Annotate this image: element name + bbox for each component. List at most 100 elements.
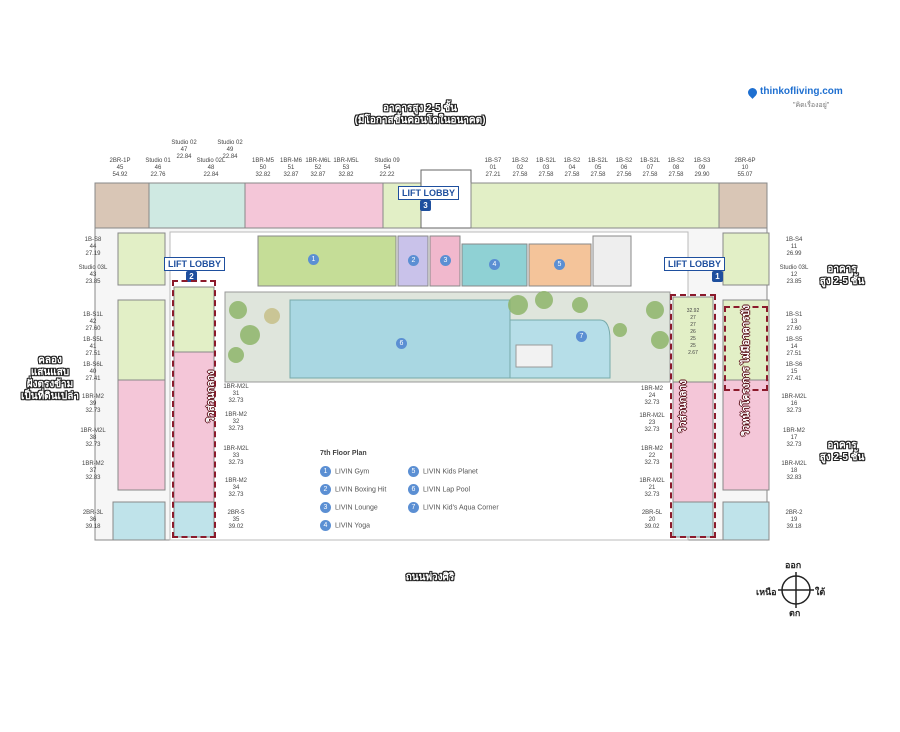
unit-label-14: 1B-S5 14 27.51 bbox=[785, 337, 803, 357]
unit-label-39: 1BR-M2 39 32.73 bbox=[81, 394, 104, 414]
unit-label-31: 1BR-M2L 31 32.73 bbox=[223, 384, 249, 404]
unit-label-32: 1BR-M2 32 32.73 bbox=[224, 412, 247, 432]
left-canal-note: คลอง แสนแสบ ฝั่งตรงข้าม เป็นที่ดินเปล่า bbox=[20, 355, 80, 402]
right-unit-column bbox=[722, 232, 770, 541]
unit-label-33: 1BR-M2L 33 32.73 bbox=[223, 446, 249, 466]
unit-label-13: 1B-S1 13 27.60 bbox=[785, 312, 803, 332]
unit-label-24: 1BR-M2 24 32.73 bbox=[640, 386, 663, 406]
unit-label-23: 1BR-M2L 23 32.73 bbox=[639, 413, 665, 433]
unit-label-36: 2BR-3L 36 39.18 bbox=[82, 510, 104, 530]
lift-lobby-3-number: 3 bbox=[420, 200, 431, 211]
marker-4: 4 bbox=[489, 259, 500, 270]
right-project-view-zone bbox=[724, 306, 768, 391]
compass-north: เหนือ bbox=[756, 587, 777, 597]
unit-label-48: Studio 02L 48 22.84 bbox=[196, 158, 226, 178]
unit-label-05: 1B-S2L 05 27.58 bbox=[587, 158, 608, 178]
service-room bbox=[592, 235, 632, 287]
unit-label-21: 1BR-M2L 21 32.73 bbox=[639, 478, 665, 498]
unit-label-06: 1B-S2 06 27.56 bbox=[615, 158, 633, 178]
unit-label-12: Studio 03L 12 23.85 bbox=[779, 265, 809, 285]
gym-room bbox=[257, 235, 397, 287]
unit-label-54: Studio 09 54 22.22 bbox=[374, 158, 400, 178]
pool-deck-structure bbox=[515, 344, 553, 368]
unit-label-49: Studio 02 49 22.84 bbox=[217, 140, 243, 160]
unit-label-04: 1B-S2 04 27.58 bbox=[563, 158, 581, 178]
unit-label-43: Studio 03L 43 23.85 bbox=[78, 265, 108, 285]
unit-label-41: 1B-S5L 41 27.51 bbox=[82, 337, 103, 357]
unit-label-22: 1BR-M2 22 32.73 bbox=[640, 446, 663, 466]
unit-label-42: 1B-S1L 42 27.60 bbox=[82, 312, 103, 332]
compass-icon bbox=[778, 572, 814, 608]
right-building-note-bottom: อาคาร สูง 2-5 ชั้น bbox=[819, 440, 865, 463]
unit-label-11: 1B-S4 11 26.99 bbox=[785, 237, 803, 257]
left-center-view-label: วิวส่วนกลาง bbox=[206, 370, 217, 423]
right-inner-column bbox=[672, 296, 714, 538]
right-center-view-zone bbox=[670, 294, 716, 538]
compass-south: ใต้ bbox=[815, 587, 826, 597]
unit-label-34: 1BR-M2 34 32.73 bbox=[224, 478, 247, 498]
unit-label-19: 2BR-2 19 39.18 bbox=[785, 510, 803, 530]
top-building-note: อาคารสูง 2-5 ชั้น (มีโอกาสขึ้นคอนโดในอนา… bbox=[354, 103, 486, 126]
unit-label-35: 2BR-5 35 39.02 bbox=[227, 510, 245, 530]
right-center-view-label: วิวส่วนกลาง bbox=[678, 380, 689, 433]
unit-label-07: 1B-S2L 07 27.58 bbox=[639, 158, 660, 178]
lift-lobby-2-number: 2 bbox=[186, 271, 197, 282]
unit-label-08: 1B-S2 08 27.58 bbox=[667, 158, 685, 178]
left-inner-column bbox=[173, 286, 215, 538]
left-center-view-zone bbox=[172, 280, 216, 538]
unit-label-02: 1B-S2 02 27.58 bbox=[511, 158, 529, 178]
unit-label-09: 1B-S3 09 29.90 bbox=[693, 158, 711, 178]
marker-1: 1 bbox=[308, 254, 319, 265]
unit-label-16: 1BR-M2L 16 32.73 bbox=[781, 394, 807, 414]
unit-label-01: 1B-S7 01 27.21 bbox=[484, 158, 502, 178]
lift-lobby-3-label: LIFT LOBBY bbox=[398, 186, 459, 200]
unit-label-47: Studio 02 47 22.84 bbox=[171, 140, 197, 160]
unit-label-53: 1BR-M5L 53 32.82 bbox=[333, 158, 359, 178]
unit-label-03: 1B-S2L 03 27.58 bbox=[535, 158, 556, 178]
lift-lobby-2-label: LIFT LOBBY bbox=[164, 257, 225, 271]
marker-5: 5 bbox=[554, 259, 565, 270]
marker-7: 7 bbox=[576, 331, 587, 342]
unit-label-50: 1BR-M5 50 32.82 bbox=[251, 158, 274, 178]
unit-label-40: 1B-S6L 40 27.41 bbox=[82, 362, 103, 382]
unit-label-18: 1BR-M2L 18 32.83 bbox=[781, 461, 807, 481]
lift-lobby-1-label: LIFT LOBBY bbox=[664, 257, 725, 271]
road-label: ถนนพ่วงศิริ bbox=[405, 572, 455, 583]
logo-brand: thinkofliving.com bbox=[760, 86, 843, 97]
logo: thinkofliving.com "คิดเรื่องอยู่" bbox=[746, 86, 858, 114]
left-unit-column bbox=[112, 232, 166, 541]
logo-tagline: "คิดเรื่องอยู่" bbox=[793, 102, 830, 109]
unit-label-38: 1BR-M2L 38 32.73 bbox=[80, 428, 106, 448]
unit-label-46: Studio 01 46 22.76 bbox=[145, 158, 171, 178]
compass-east: ออก bbox=[785, 560, 802, 570]
lift-lobby-1-number: 1 bbox=[712, 271, 723, 282]
right-project-view-label: วิวหน้าโครงการ ไม่มีอาคารบัง bbox=[741, 305, 752, 437]
unit-label-52: 1BR-M6L 52 32.87 bbox=[305, 158, 331, 178]
right-building-note-top: อาคาร สูง 2-5 ชั้น bbox=[819, 264, 865, 287]
unit-label-45: 2BR-1P 45 54.92 bbox=[109, 158, 131, 178]
kids-room bbox=[528, 243, 592, 287]
marker-6: 6 bbox=[396, 338, 407, 349]
unit-label-15: 1B-S6 15 27.41 bbox=[785, 362, 803, 382]
unit-label-51: 1BR-M6 51 32.87 bbox=[279, 158, 302, 178]
marker-3: 3 bbox=[440, 255, 451, 266]
unit-label-37: 1BR-M2 37 32.83 bbox=[81, 461, 104, 481]
marker-2: 2 bbox=[408, 255, 419, 266]
legend-title: 7th Floor Plan bbox=[320, 450, 367, 457]
unit-label-10: 2BR-6P 10 55.07 bbox=[734, 158, 756, 178]
unit-label-20: 2BR-5L 20 39.02 bbox=[641, 510, 663, 530]
top-unit-row bbox=[94, 169, 768, 229]
unit-label-small-right: 32.92 27 27 26 25 25 2.67 bbox=[686, 308, 700, 356]
unit-label-17: 1BR-M2 17 32.73 bbox=[782, 428, 805, 448]
trees bbox=[228, 291, 669, 363]
compass-west: ตก bbox=[789, 608, 801, 618]
